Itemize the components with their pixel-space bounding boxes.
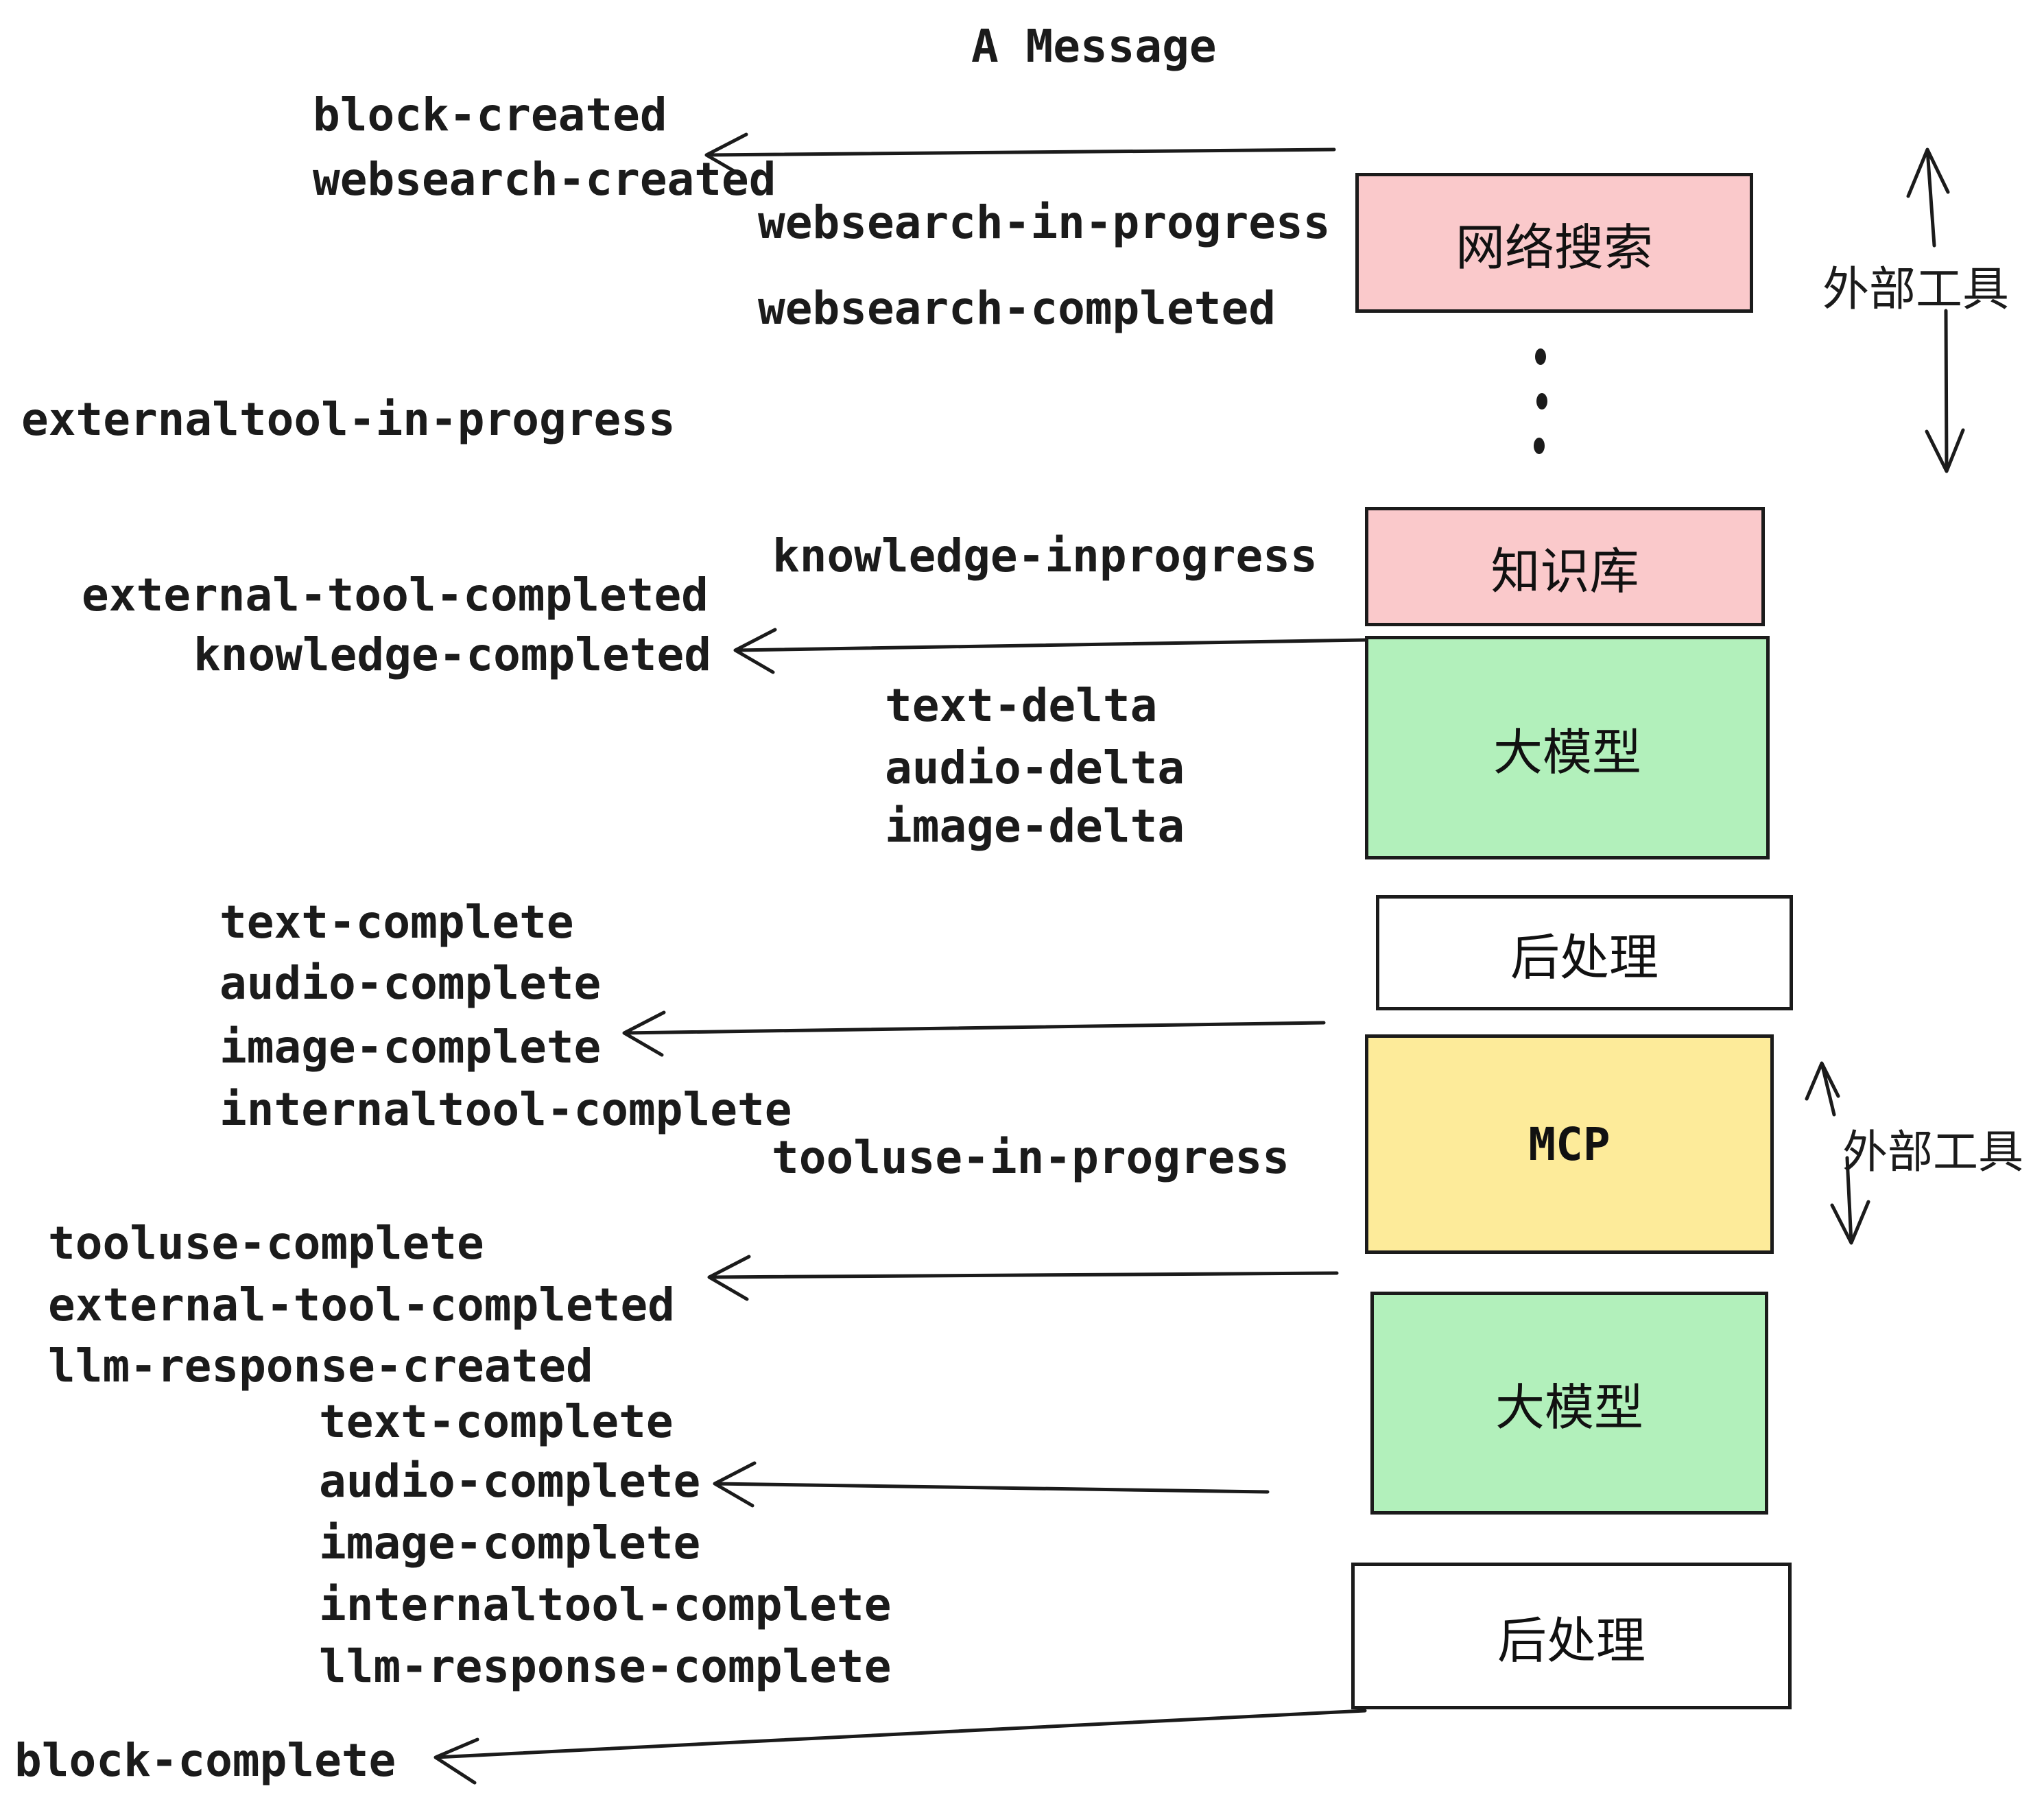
ellipsis-dot xyxy=(1535,348,1546,365)
box-llm-2: 大模型 xyxy=(1370,1292,1768,1515)
event-external-tool-completed-1: external-tool-completed xyxy=(82,569,709,621)
box-knowledge: 知识库 xyxy=(1365,507,1765,626)
event-knowledge-completed: knowledge-completed xyxy=(193,628,711,681)
box-postprocess-2-label: 后处理 xyxy=(1497,1611,1645,1670)
box-knowledge-label: 知识库 xyxy=(1490,542,1639,600)
external-tools-up-arrow-2 xyxy=(1805,1061,1840,1117)
box-llm-1: 大模型 xyxy=(1365,636,1770,859)
event-text-complete-1: text-complete xyxy=(219,896,574,949)
arrow-to-block-complete xyxy=(433,1709,1367,1785)
event-external-tool-completed-2: external-tool-completed xyxy=(48,1279,675,1331)
event-audio-complete-2: audio-complete xyxy=(319,1455,701,1508)
arrow-to-knowledge-completed xyxy=(733,628,1367,674)
event-internaltool-complete-2: internaltool-complete xyxy=(319,1578,892,1631)
external-tools-down-arrow-2 xyxy=(1830,1156,1870,1245)
event-audio-complete-1: audio-complete xyxy=(219,957,602,1010)
arrow-to-block-created xyxy=(704,132,1336,179)
event-tooluse-in-progress: tooluse-in-progress xyxy=(772,1131,1290,1184)
event-websearch-created: websearch-created xyxy=(313,153,776,206)
box-mcp-label: MCP xyxy=(1528,1117,1611,1171)
diagram-title: A Message xyxy=(971,20,1217,73)
box-postprocess-1-label: 后处理 xyxy=(1510,928,1659,986)
event-llm-response-complete: llm-response-complete xyxy=(319,1640,892,1693)
ellipsis-dot xyxy=(1536,393,1547,410)
event-externaltool-in-progress: externaltool-in-progress xyxy=(21,393,676,446)
event-text-delta-1: text-delta xyxy=(885,679,1158,732)
box-postprocess-2: 后处理 xyxy=(1351,1563,1792,1709)
external-tools-annotation-2: 外部工具 xyxy=(1842,1126,2023,1178)
event-websearch-in-progress: websearch-in-progress xyxy=(758,196,1331,249)
box-llm-2-label: 大模型 xyxy=(1495,1379,1643,1436)
event-block-created: block-created xyxy=(313,88,667,141)
event-image-complete-1: image-complete xyxy=(219,1021,602,1073)
event-internaltool-complete-1: internaltool-complete xyxy=(219,1083,792,1136)
external-tools-down-arrow-1 xyxy=(1925,309,1965,473)
ellipsis-dot xyxy=(1534,438,1545,454)
event-tooluse-complete: tooluse-complete xyxy=(48,1217,484,1270)
event-llm-response-created: llm-response-created xyxy=(48,1340,593,1392)
external-tools-up-arrow-1 xyxy=(1906,147,1950,248)
event-image-complete-2: image-complete xyxy=(319,1517,701,1569)
event-block-complete: block-complete xyxy=(14,1734,396,1787)
arrow-to-external-tool-completed-2 xyxy=(707,1255,1339,1301)
box-postprocess-1: 后处理 xyxy=(1376,895,1793,1010)
arrow-to-audio-complete-2 xyxy=(713,1461,1270,1508)
event-text-complete-2: text-complete xyxy=(319,1395,674,1448)
event-websearch-completed: websearch-completed xyxy=(758,282,1276,335)
event-audio-delta-1: audio-delta xyxy=(885,741,1185,794)
box-mcp: MCP xyxy=(1365,1034,1774,1254)
box-websearch: 网络搜索 xyxy=(1355,173,1753,313)
box-websearch-label: 网络搜索 xyxy=(1455,218,1653,276)
arrow-to-image-complete-1 xyxy=(622,1010,1326,1057)
event-knowledge-inprogress: knowledge-inprogress xyxy=(772,530,1318,582)
event-image-delta-1: image-delta xyxy=(885,800,1185,853)
box-llm-1-label: 大模型 xyxy=(1493,723,1641,781)
external-tools-annotation-1: 外部工具 xyxy=(1822,263,2010,317)
